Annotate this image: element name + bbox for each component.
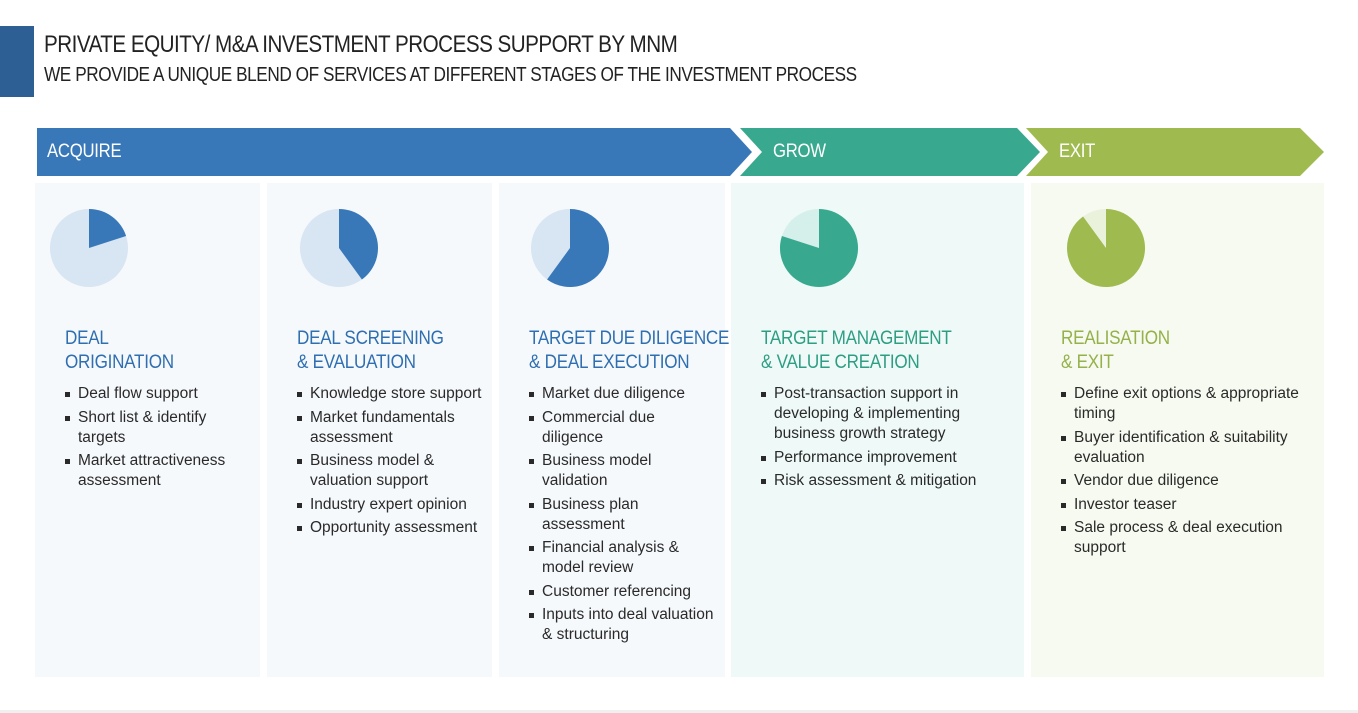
page-title: PRIVATE EQUITY/ M&A INVESTMENT PROCESS S… bbox=[44, 31, 678, 58]
stage-title-line1: DEAL bbox=[65, 328, 109, 349]
stage-card-target-due-diligence: TARGET DUE DILIGENCE & DEAL EXECUTION Ma… bbox=[499, 183, 729, 677]
stage-title-line1: TARGET DUE DILIGENCE bbox=[529, 328, 730, 349]
stage-card-realisation-exit: REALISATION & EXIT Define exit options &… bbox=[1031, 183, 1324, 677]
service-list: Define exit options & appropriate timing… bbox=[1061, 384, 1311, 562]
pie-progress-slice bbox=[547, 209, 610, 287]
stage-title-line2: & DEAL EXECUTION bbox=[529, 352, 690, 373]
stage-title: REALISATION & EXIT bbox=[1061, 327, 1170, 375]
stage-title-line1: REALISATION bbox=[1061, 328, 1170, 349]
service-item: Deal flow support bbox=[65, 384, 250, 404]
stage-title-line2: & EVALUATION bbox=[297, 352, 416, 373]
stage-title: TARGET DUE DILIGENCE & DEAL EXECUTION bbox=[529, 327, 729, 375]
stage-card-deal-screening: DEAL SCREENING & EVALUATION Knowledge st… bbox=[267, 183, 492, 677]
phase-arrow-acquire bbox=[37, 128, 752, 176]
progress-pie bbox=[780, 209, 859, 287]
stage-title: TARGET MANAGEMENT & VALUE CREATION bbox=[761, 327, 952, 375]
service-item: Industry expert opinion bbox=[297, 495, 482, 515]
service-item: Inputs into deal valuation & structuring bbox=[529, 605, 714, 645]
service-item: Business model & valuation support bbox=[297, 451, 482, 491]
service-item: Financial analysis & model review bbox=[529, 538, 714, 578]
footer-divider bbox=[0, 710, 1358, 713]
service-item: Short list & identify targets bbox=[65, 408, 250, 448]
service-item: Risk assessment & mitigation bbox=[761, 471, 1001, 491]
stage-title: DEAL ORIGINATION bbox=[65, 327, 174, 375]
service-item: Business model validation bbox=[529, 451, 714, 491]
pie-progress-slice bbox=[339, 209, 378, 280]
progress-pie bbox=[300, 209, 378, 287]
service-item: Vendor due diligence bbox=[1061, 471, 1311, 491]
progress-pie bbox=[531, 209, 610, 287]
stage-title-line2: & EXIT bbox=[1061, 352, 1114, 373]
page-subtitle: WE PROVIDE A UNIQUE BLEND OF SERVICES AT… bbox=[44, 64, 857, 86]
stage-title: DEAL SCREENING & EVALUATION bbox=[297, 327, 444, 375]
pie-progress-slice bbox=[780, 209, 859, 287]
service-item: Commercial due diligence bbox=[529, 408, 714, 448]
stage-title-line1: TARGET MANAGEMENT bbox=[761, 328, 952, 349]
progress-pie bbox=[1067, 209, 1146, 287]
service-list: Post-transaction support in developing &… bbox=[761, 384, 1001, 495]
service-item: Knowledge store support bbox=[297, 384, 482, 404]
service-item: Customer referencing bbox=[529, 582, 714, 602]
stage-title-line1: DEAL SCREENING bbox=[297, 328, 444, 349]
stage-title-line2: ORIGINATION bbox=[65, 352, 174, 373]
stage-card-target-management: TARGET MANAGEMENT & VALUE CREATION Post-… bbox=[731, 183, 1024, 677]
phase-label-grow: GROW bbox=[773, 141, 826, 162]
service-item: Market fundamentals assessment bbox=[297, 408, 482, 448]
header-accent-bar bbox=[0, 26, 34, 97]
pie-progress-slice bbox=[89, 209, 127, 248]
service-item: Business plan assessment bbox=[529, 495, 714, 535]
pie-progress-slice bbox=[1067, 209, 1146, 287]
progress-pie bbox=[50, 209, 128, 287]
service-item: Sale process & deal execution support bbox=[1061, 518, 1311, 558]
service-item: Market attractiveness assessment bbox=[65, 451, 250, 491]
service-item: Define exit options & appropriate timing bbox=[1061, 384, 1311, 424]
service-item: Performance improvement bbox=[761, 448, 1001, 468]
service-item: Opportunity assessment bbox=[297, 518, 482, 538]
phase-label-acquire: ACQUIRE bbox=[47, 141, 122, 162]
service-item: Post-transaction support in developing &… bbox=[761, 384, 1001, 444]
service-item: Market due diligence bbox=[529, 384, 714, 404]
phase-label-exit: EXIT bbox=[1059, 141, 1096, 162]
service-item: Investor teaser bbox=[1061, 495, 1311, 515]
service-item: Buyer identification & suitability evalu… bbox=[1061, 428, 1311, 468]
stage-title-line2: & VALUE CREATION bbox=[761, 352, 920, 373]
